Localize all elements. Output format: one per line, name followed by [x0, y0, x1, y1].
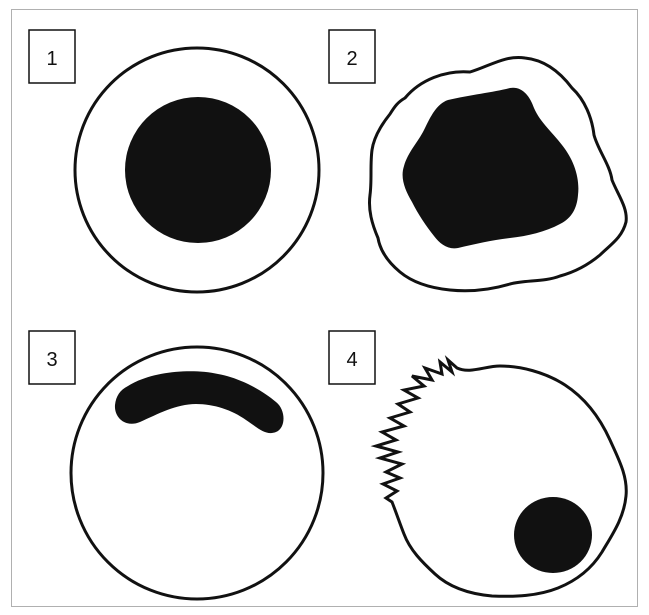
panel-2-label: 2: [346, 48, 357, 70]
panel-1-label: 1: [46, 48, 57, 70]
panel-1-nucleus: [125, 97, 271, 243]
panel-4-nucleus: [514, 497, 592, 573]
panel-3-label: 3: [46, 349, 57, 371]
panel-4-label: 4: [346, 349, 357, 371]
